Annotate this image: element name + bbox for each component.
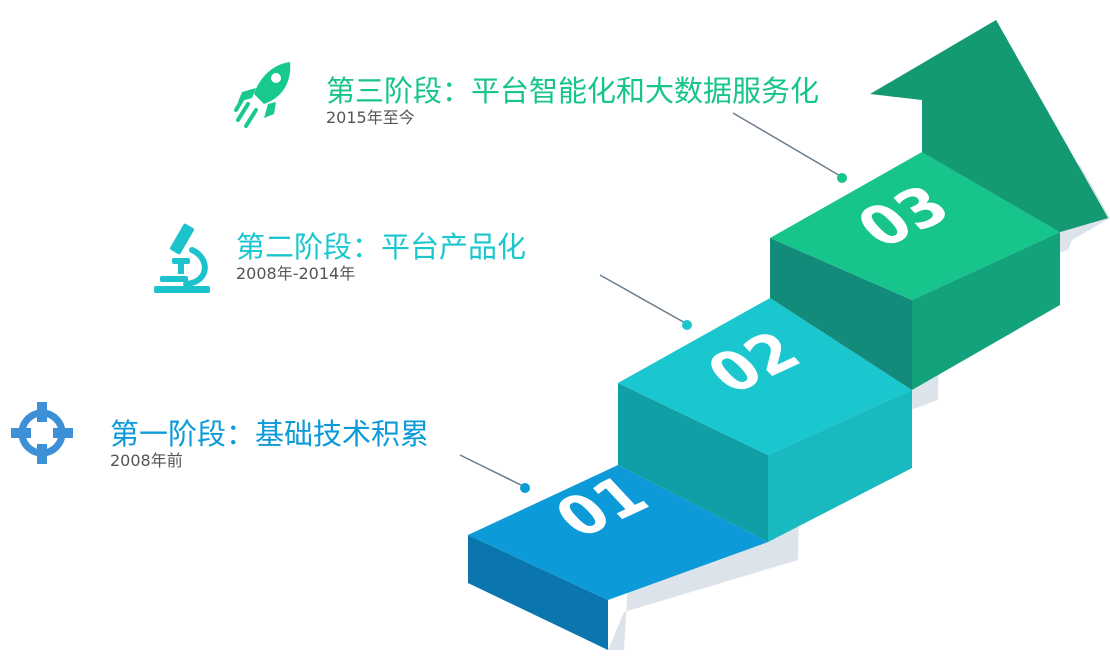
callout-dot-03 bbox=[837, 173, 847, 183]
stage-3-label: 第三阶段：平台智能化和大数据服务化 2015年至今 bbox=[326, 74, 819, 128]
riser-01-02-left bbox=[618, 383, 768, 542]
stage-3-title: 第三阶段：平台智能化和大数据服务化 bbox=[326, 74, 820, 108]
stage-3-period: 2015年至今 bbox=[326, 108, 415, 127]
step-02-top bbox=[618, 298, 912, 455]
callout-line-03 bbox=[732, 112, 843, 178]
riser-01-02-right bbox=[768, 390, 912, 542]
step-01-front bbox=[468, 535, 608, 650]
stage-2-period: 2008年-2014年 bbox=[236, 264, 356, 283]
callout-dot-02 bbox=[682, 320, 692, 330]
stage-1-title: 第一阶段：基础技术积累 bbox=[110, 417, 430, 451]
callout-line-01 bbox=[459, 454, 526, 488]
crosshair-icon bbox=[11, 402, 73, 464]
riser-02-03-left bbox=[770, 238, 912, 390]
callout-dot-01 bbox=[520, 483, 530, 493]
arrow-head-front bbox=[870, 20, 1108, 232]
stage-1-label: 第一阶段：基础技术积累 2008年前 bbox=[110, 417, 429, 471]
rocket-icon bbox=[234, 62, 291, 128]
stage-1-period: 2008年前 bbox=[110, 451, 183, 470]
stage-2-label: 第二阶段：平台产品化 2008年-2014年 bbox=[236, 230, 526, 284]
riser-02-03-right bbox=[912, 232, 1060, 390]
step-03-top bbox=[770, 152, 1060, 300]
microscope-icon bbox=[154, 223, 210, 293]
callout-line-02 bbox=[599, 274, 688, 325]
stage-2-title: 第二阶段：平台产品化 bbox=[236, 230, 527, 264]
step-01-top bbox=[468, 465, 768, 600]
